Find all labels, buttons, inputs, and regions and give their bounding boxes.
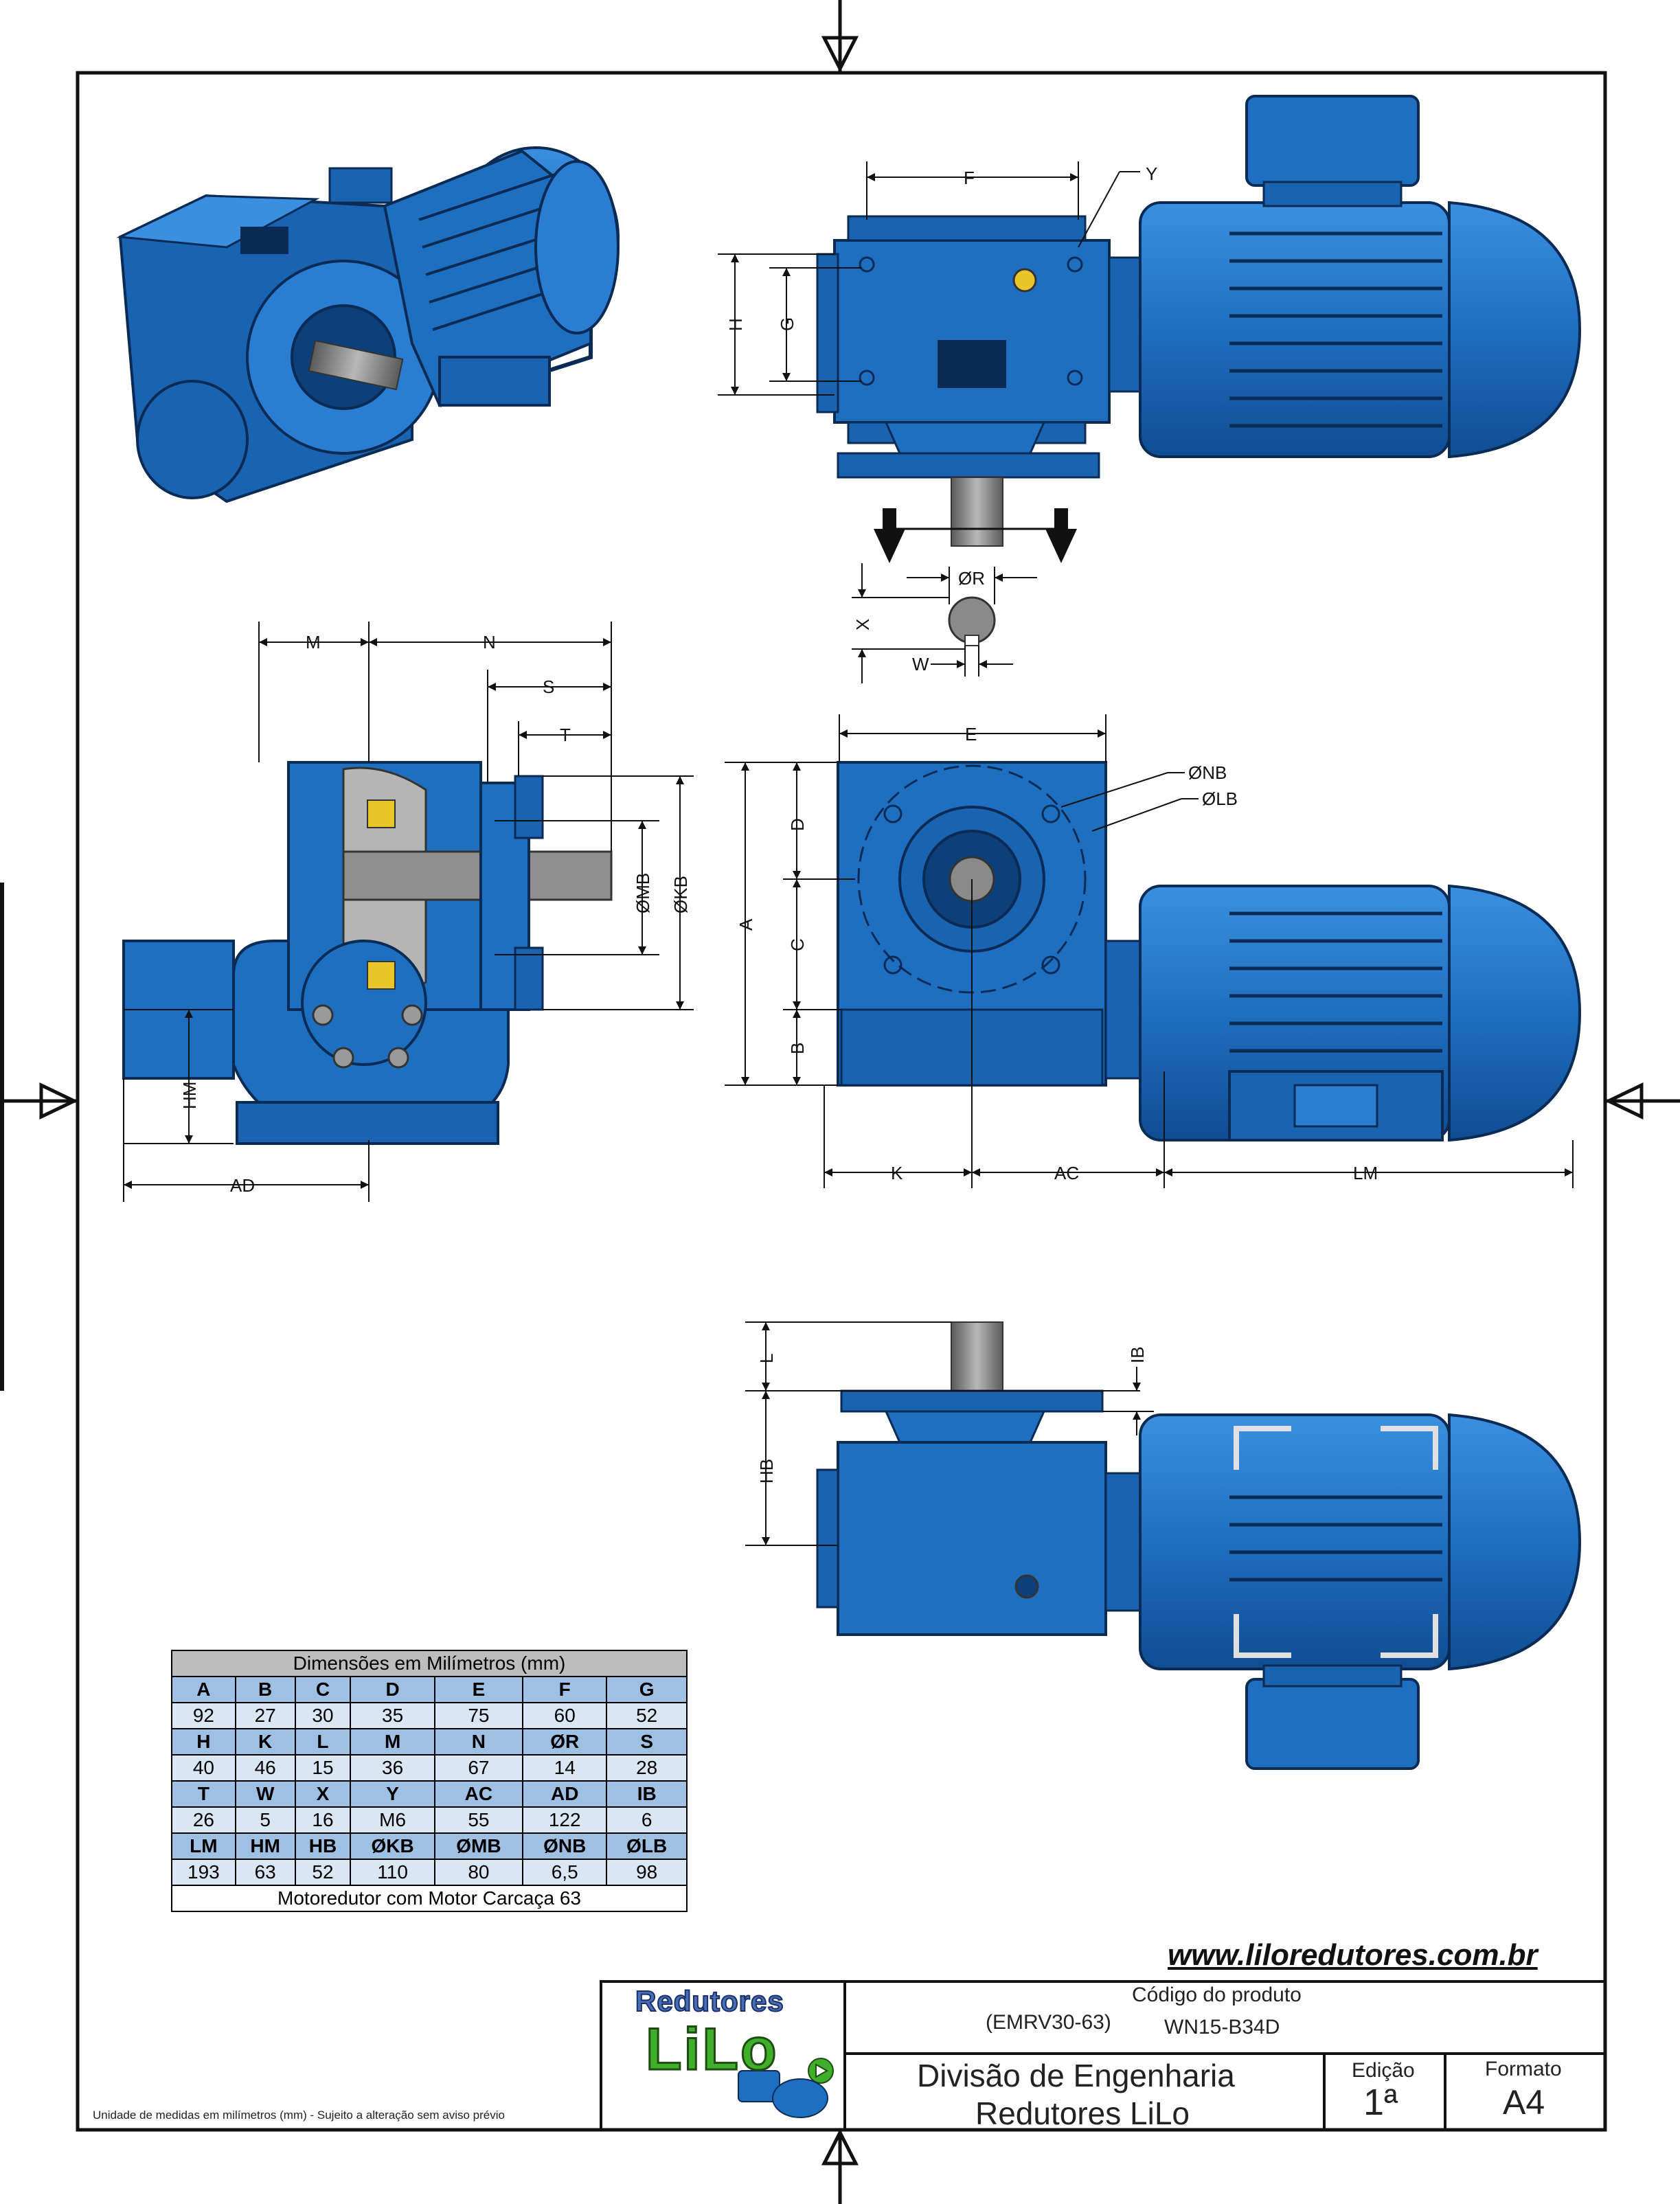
dim-label-x: X	[852, 619, 873, 630]
title-block-frame	[600, 1980, 1607, 2131]
dim-label-hm: HM	[179, 1082, 200, 1109]
isometric-view	[116, 146, 620, 503]
dim-label-a: A	[736, 918, 756, 931]
website-link[interactable]: www.liloredutores.com.br	[1168, 1938, 1538, 1972]
dim-label-y: Y	[1146, 163, 1157, 184]
section-view	[122, 622, 694, 1202]
logo-gear	[808, 2058, 834, 2084]
footnote: Unidade de medidas em milímetros (mm) - …	[93, 2109, 505, 2122]
division-line-2: Redutores LiLo	[975, 2095, 1190, 2131]
edition-value: 1ª	[1363, 2082, 1398, 2123]
dim-label-d: D	[787, 818, 808, 831]
table-footer: Motoredutor com Motor Carcaça 63	[171, 1885, 688, 1912]
division-line-1: Divisão de Engenharia	[917, 2058, 1235, 2093]
model-code: (EMRV30-63)	[986, 2011, 1111, 2034]
dim-label-t: T	[560, 725, 571, 745]
dim-label-l: L	[756, 1354, 777, 1363]
bottom-view	[745, 1321, 1582, 1770]
logo-motor-icon	[738, 2070, 828, 2118]
center-mark-bottom	[821, 2128, 859, 2204]
logo-top-text: Redutores	[635, 1984, 784, 2018]
dim-label-m: M	[306, 632, 321, 652]
dim-label-nb: ØNB	[1188, 762, 1227, 783]
dim-label-f: F	[964, 168, 975, 188]
dim-label-hb: HB	[756, 1459, 777, 1484]
code-label: Código do produto	[1132, 1984, 1302, 2006]
dim-label-lb: ØLB	[1202, 788, 1238, 809]
edition-label: Edição	[1352, 2059, 1415, 2082]
dim-label-mb: ØMB	[633, 873, 653, 913]
dim-label-ib: IB	[1127, 1346, 1148, 1363]
dimension-labels: F Y H G ØR X W M N S T ØMB ØKB HM AD E Ø…	[179, 163, 1378, 1484]
product-code: WN15-B34D	[1164, 2016, 1280, 2038]
front-view	[725, 714, 1582, 1188]
dim-label-c: C	[787, 938, 808, 951]
left-edge-mark	[0, 883, 4, 1391]
dim-label-k: K	[891, 1163, 903, 1183]
dim-label-ad: AD	[230, 1175, 255, 1196]
dim-label-ac: AC	[1054, 1163, 1079, 1183]
logo-main-text: LiLo	[645, 2016, 779, 2084]
dim-label-e: E	[965, 724, 977, 745]
dim-label-lm: LM	[1353, 1163, 1378, 1183]
center-mark-right	[1604, 1082, 1680, 1120]
center-mark-top	[821, 0, 859, 73]
dim-label-r: ØR	[958, 568, 985, 589]
format-value: A4	[1503, 2083, 1545, 2122]
dim-label-kb: ØKB	[670, 876, 691, 913]
dim-label-h: H	[725, 318, 746, 331]
center-mark-left	[0, 1082, 78, 1120]
dim-label-s: S	[543, 677, 554, 697]
table-caption: Dimensões em Milímetros (mm)	[171, 1650, 688, 1677]
format-label: Formato	[1485, 2058, 1562, 2080]
dim-label-w: W	[912, 654, 929, 674]
dim-label-g: G	[777, 317, 797, 331]
dim-label-n: N	[483, 632, 496, 652]
top-view	[718, 95, 1582, 683]
dim-label-b: B	[787, 1043, 808, 1054]
